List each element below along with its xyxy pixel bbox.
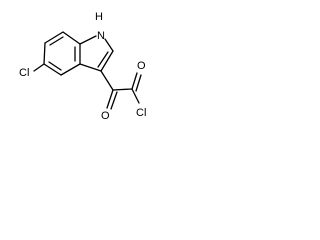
benzene-ring (43, 31, 81, 76)
bond-c5-c4 (43, 63, 62, 76)
double-bond-c5-c4 (48, 61, 62, 71)
double-bond-c9-o-acyl (135, 74, 142, 92)
atom-label-acyl-oxygen: O (137, 60, 146, 72)
bond-c8-o-ketone (106, 89, 114, 109)
bond-c3-c3a (79, 63, 102, 72)
bond-n1-c2 (104, 38, 114, 52)
bond-c7a-n1 (79, 35, 97, 45)
double-bond-c2-c3 (97, 51, 109, 68)
double-bond-c7-c6 (49, 36, 64, 46)
bond-c4-c3a (60, 63, 81, 76)
pyrrole-ring (79, 35, 114, 72)
double-bond-c8-o-ketone (110, 91, 118, 110)
atom-label-nitrogen: N (97, 30, 105, 42)
bond-c2-c3 (100, 50, 114, 72)
atom-label-nh-hydrogen: H (95, 11, 103, 23)
chemical-structure: H N Cl O O Cl (19, 11, 146, 122)
bond-c6-c5 (43, 42, 46, 65)
bond-c9-cl (131, 88, 140, 104)
bond-c7-c6 (44, 31, 64, 44)
bond-c5-cl (33, 63, 45, 72)
bond-c7a-c7 (62, 31, 81, 45)
bond-c9-o-acyl (131, 72, 138, 90)
atom-label-ketone-oxygen: O (101, 110, 110, 122)
bond-c8-c9 (112, 88, 133, 91)
side-chain (100, 70, 142, 110)
atom-label-ring-chlorine: Cl (19, 67, 29, 79)
bond-c3-c8 (100, 70, 114, 91)
atom-label-acyl-chlorine: Cl (136, 107, 146, 119)
